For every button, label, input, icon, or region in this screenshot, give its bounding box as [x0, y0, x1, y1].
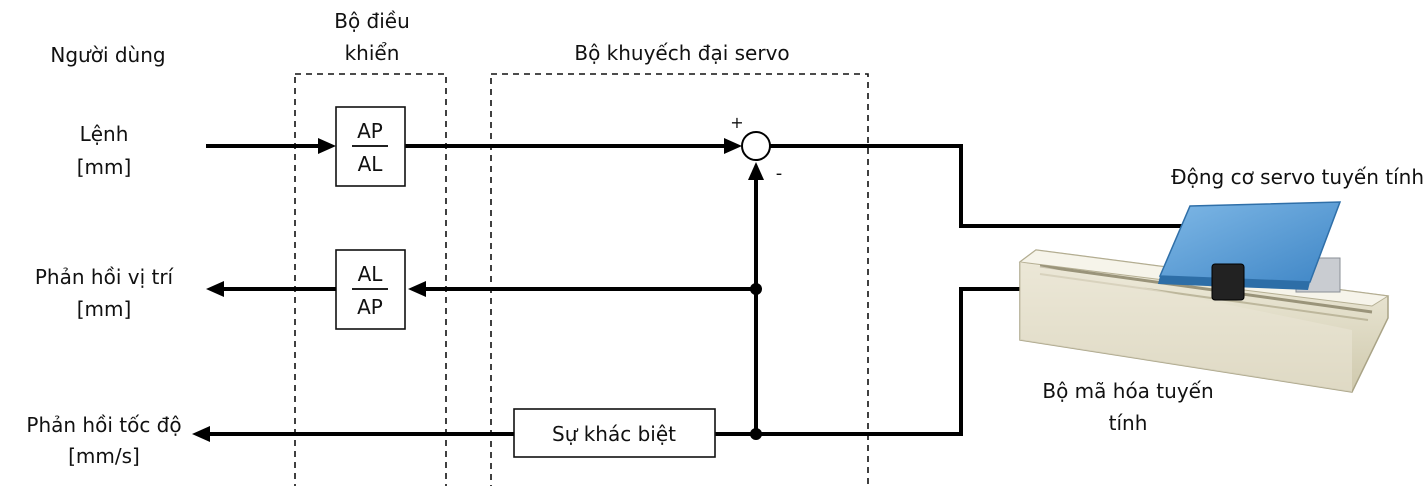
controller-title-line1: Bộ điều: [334, 9, 410, 33]
position-output-arrow: [206, 281, 224, 297]
encoder-label-line1: Bộ mã hóa tuyến: [1042, 379, 1213, 403]
position-feedback-label: Phản hồi vị trí: [35, 265, 175, 289]
summing-junction: [741, 131, 771, 161]
linear-motor-illustration: [1018, 201, 1390, 393]
sum-plus-sign: +: [730, 113, 743, 132]
motor-drive-line: [770, 144, 1188, 228]
position-feedback-arrow: [408, 281, 426, 297]
speed-feedback-unit: [mm/s]: [68, 444, 140, 468]
amplifier-title: Bộ khuyếch đại servo: [574, 41, 789, 65]
ratio-input-denominator: AL: [358, 152, 384, 176]
sum-minus-sign: -: [776, 163, 783, 184]
speed-feedback-label: Phản hồi tốc độ: [26, 413, 181, 437]
encoder-label-line2: tính: [1109, 411, 1148, 435]
command-label: Lệnh: [80, 122, 129, 146]
command-input-arrow: [318, 138, 336, 154]
encoder-head: [1211, 263, 1245, 301]
ratio-input-numerator: AP: [357, 119, 383, 143]
ratio-output-denominator: AP: [357, 295, 383, 319]
user-column-title: Người dùng: [50, 43, 165, 67]
sum-input-arrow: [724, 138, 742, 154]
slider-plate: [1158, 201, 1342, 283]
position-branch-node: [750, 283, 762, 295]
amplifier-frame: [490, 73, 869, 486]
command-unit: [mm]: [77, 155, 132, 179]
position-feedback-unit: [mm]: [77, 297, 132, 321]
controller-title-line2: khiển: [345, 41, 400, 65]
difference-label: Sự khác biệt: [552, 422, 676, 446]
motor-label: Động cơ servo tuyến tính: [1171, 165, 1424, 189]
difference-block: [513, 408, 716, 458]
ratio-output-numerator: AL: [358, 262, 384, 286]
speed-output-arrow: [192, 426, 210, 442]
feedback-up-arrow: [748, 162, 764, 180]
speed-branch-node: [750, 428, 762, 440]
rail-groove: [1039, 264, 1373, 314]
rail-front-face: [1020, 262, 1352, 392]
